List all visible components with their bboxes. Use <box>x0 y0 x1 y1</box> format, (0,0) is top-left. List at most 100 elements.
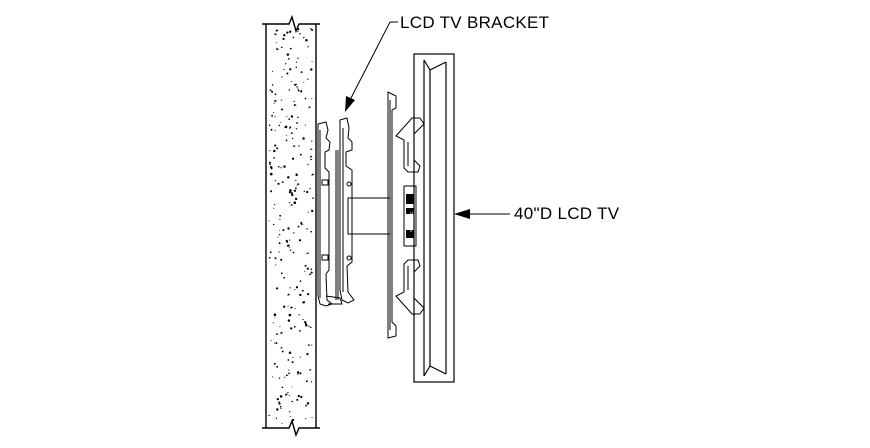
concrete-speckle <box>280 272 283 275</box>
concrete-speckle <box>276 397 279 401</box>
concrete-speckle <box>303 320 307 324</box>
concrete-speckle <box>275 29 279 32</box>
concrete-speckle <box>290 327 293 330</box>
concrete-speckle <box>278 251 280 253</box>
concrete-speckle <box>307 211 309 213</box>
concrete-speckle <box>290 193 294 197</box>
concrete-speckle <box>269 163 271 166</box>
concrete-speckle <box>309 187 312 190</box>
concrete-speckle <box>295 286 299 289</box>
concrete-speckle <box>293 201 297 204</box>
concrete-speckle <box>278 401 280 404</box>
concrete-speckle <box>281 350 284 353</box>
concrete-speckle <box>273 102 275 104</box>
concrete-speckle <box>279 395 283 398</box>
concrete-speckle <box>311 344 313 346</box>
concrete-speckle <box>272 322 275 324</box>
concrete-speckle <box>297 88 299 90</box>
concrete-speckle <box>305 417 307 420</box>
concrete-speckle <box>295 83 297 86</box>
concrete-wall <box>262 14 320 438</box>
concrete-speckle <box>302 318 304 321</box>
concrete-speckle <box>295 61 298 63</box>
concrete-speckle <box>295 128 298 130</box>
wall-concrete-speckles <box>268 27 315 424</box>
concrete-speckle <box>269 166 273 169</box>
concrete-speckle <box>281 180 285 183</box>
concrete-speckle <box>305 404 307 407</box>
lcd-tv-bracket-label: LCD TV BRACKET <box>400 13 550 32</box>
concrete-speckle <box>297 57 299 59</box>
concrete-speckle <box>297 89 300 92</box>
concrete-speckle <box>280 167 282 169</box>
concrete-speckle <box>308 106 312 109</box>
concrete-speckle <box>269 89 273 92</box>
concrete-speckle <box>297 225 301 228</box>
concrete-speckle <box>305 39 308 42</box>
concrete-speckle <box>286 53 290 56</box>
concrete-speckle <box>291 137 294 140</box>
concrete-speckle <box>268 256 272 259</box>
concrete-speckle <box>302 137 305 140</box>
concrete-speckle <box>280 46 283 49</box>
concrete-speckle <box>281 76 283 78</box>
concrete-speckle <box>287 293 291 296</box>
concrete-speckle <box>294 307 296 309</box>
concrete-speckle <box>287 176 290 179</box>
concrete-speckle <box>307 293 310 296</box>
bracket-arm-hook <box>339 117 355 304</box>
security-plate-text: SECURE <box>408 212 414 234</box>
concrete-speckle <box>300 153 302 156</box>
concrete-speckle <box>306 267 309 270</box>
concrete-speckle <box>280 121 282 123</box>
concrete-speckle <box>304 322 307 325</box>
concrete-speckle <box>310 381 313 383</box>
concrete-speckle <box>286 134 287 136</box>
concrete-speckle <box>290 115 294 118</box>
concrete-speckle <box>297 182 300 186</box>
concrete-speckle <box>304 97 307 100</box>
concrete-speckle <box>277 236 279 238</box>
concrete-speckle <box>276 287 279 290</box>
concrete-speckle <box>298 145 301 147</box>
concrete-speckle <box>277 182 280 185</box>
concrete-speckle <box>306 190 309 194</box>
concrete-speckle <box>291 418 295 422</box>
concrete-speckle <box>280 346 283 349</box>
concrete-speckle <box>288 313 292 317</box>
concrete-speckle <box>303 36 305 39</box>
concrete-speckle <box>273 362 277 365</box>
concrete-speckle <box>280 108 284 111</box>
concrete-speckle <box>289 68 292 71</box>
concrete-speckle <box>292 232 295 234</box>
concrete-speckle <box>286 72 289 75</box>
concrete-speckle <box>268 220 270 222</box>
concrete-speckle <box>289 287 291 289</box>
concrete-speckle <box>304 264 307 267</box>
concrete-speckle <box>279 405 282 408</box>
concrete-speckle <box>284 125 288 129</box>
concrete-speckle <box>290 191 294 194</box>
concrete-speckle <box>289 415 292 417</box>
concrete-speckle <box>276 365 279 368</box>
concrete-speckle <box>269 150 271 152</box>
concrete-speckle <box>278 377 281 379</box>
concrete-speckle <box>310 148 313 151</box>
concrete-speckle <box>306 352 309 356</box>
concrete-speckle <box>310 230 313 233</box>
concrete-speckle <box>283 305 286 308</box>
concrete-speckle <box>298 329 301 332</box>
concrete-speckle <box>274 33 278 36</box>
security-plate: SECURE <box>403 185 417 247</box>
concrete-speckle <box>280 99 283 101</box>
concrete-speckle <box>310 158 313 161</box>
concrete-speckle <box>311 28 314 32</box>
concrete-speckle <box>305 380 309 383</box>
concrete-speckle <box>310 268 313 270</box>
concrete-speckle <box>306 228 309 230</box>
concrete-speckle <box>293 189 297 192</box>
concrete-speckle <box>274 316 276 318</box>
concrete-speckle <box>296 184 298 187</box>
concrete-speckle <box>291 361 294 364</box>
